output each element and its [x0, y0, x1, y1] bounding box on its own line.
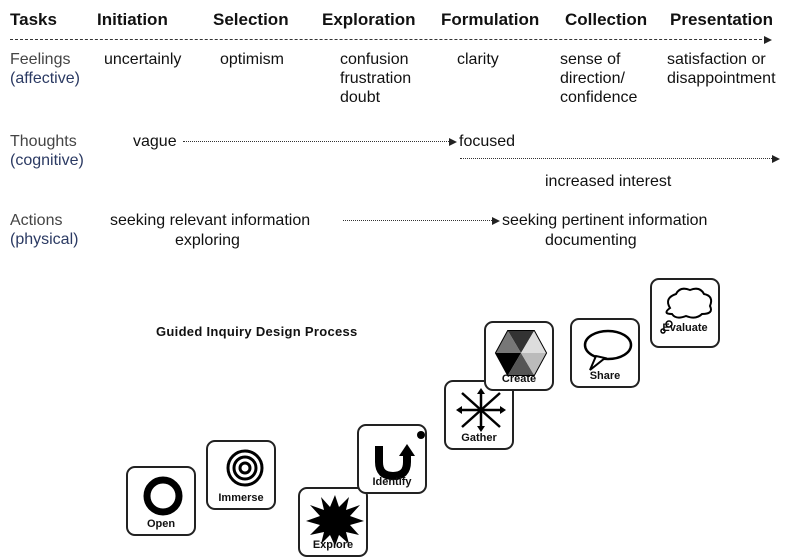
header-formulation: Formulation [441, 10, 540, 29]
step-open-label: Open [146, 518, 176, 530]
feeling-disappointment: disappointment [667, 70, 776, 87]
step-evaluate-label: Evaluate [662, 322, 708, 334]
thought-increased-interest: increased interest [545, 173, 672, 190]
step-evaluate: Evaluate [650, 278, 720, 348]
step-identify: Identify [357, 424, 427, 494]
thought-cloud-icon [660, 287, 713, 334]
open-icon [143, 476, 183, 516]
step-share: Share [570, 318, 640, 388]
feeling-confidence: confidence [560, 89, 638, 106]
thought-focused: focused [459, 133, 516, 150]
header-collection: Collection [565, 10, 648, 29]
thoughts-sublabel: (cognitive) [10, 152, 84, 169]
feeling-doubt: doubt [340, 89, 381, 106]
actions-sublabel: (physical) [10, 231, 79, 248]
thought-vague: vague [133, 133, 177, 150]
thoughts-arrow-line [183, 141, 449, 142]
action-seeking-relevant: seeking relevant information [110, 212, 311, 229]
action-exploring: exploring [175, 232, 240, 249]
actions-label: Actions (physical) [10, 211, 78, 249]
immerse-icon [226, 449, 264, 487]
header-exploration: Exploration [322, 10, 416, 29]
step-identify-label: Identify [372, 476, 412, 488]
step-open: Open [126, 466, 196, 536]
actions-arrowhead [492, 217, 500, 225]
speech-bubble-icon [583, 329, 633, 371]
header-selection: Selection [213, 10, 289, 29]
step-immerse: Immerse [206, 440, 276, 510]
feeling-direction: direction/ [560, 70, 625, 87]
feeling-collection: sense of direction/ confidence [560, 50, 637, 107]
thoughts-arrowhead [449, 138, 457, 146]
header-initiation: Initiation [97, 10, 168, 29]
feeling-initiation: uncertainly [104, 51, 182, 68]
feeling-satisfaction: satisfaction or [667, 51, 766, 68]
thoughts-second-line [460, 158, 772, 159]
step-explore-label: Explore [312, 539, 354, 551]
action-seeking-pertinent: seeking pertinent information [502, 212, 708, 229]
header-tasks: Tasks [10, 10, 57, 29]
thoughts-second-arrowhead [772, 155, 780, 163]
actions-label-text: Actions [10, 212, 63, 229]
step-gather: Gather [444, 380, 514, 450]
explore-icon [306, 495, 364, 546]
actions-arrow-line [343, 220, 492, 221]
feelings-label-text: Feelings [10, 51, 71, 68]
header-divider [10, 39, 767, 40]
feeling-sense-of: sense of [560, 51, 621, 68]
feeling-confusion: confusion [340, 51, 409, 68]
feeling-exploration: confusion frustration doubt [340, 50, 411, 107]
action-documenting: documenting [545, 232, 637, 249]
feeling-presentation: satisfaction or disappointment [667, 50, 776, 88]
feelings-label: Feelings (affective) [10, 50, 80, 88]
step-immerse-label: Immerse [218, 492, 264, 504]
step-create-label: Create [501, 373, 537, 385]
feeling-selection: optimism [220, 51, 285, 68]
feelings-sublabel: (affective) [10, 70, 80, 87]
step-explore: Explore [298, 487, 368, 557]
step-share-label: Share [589, 370, 621, 382]
step-gather-label: Gather [461, 432, 497, 444]
feeling-formulation: clarity [457, 51, 499, 68]
feeling-frustration: frustration [340, 70, 412, 87]
create-icon [494, 330, 548, 376]
step-create: Create [484, 321, 554, 391]
thoughts-label-text: Thoughts [10, 133, 77, 150]
header-arrowhead [764, 36, 772, 44]
gid-title: Guided Inquiry Design Process [156, 324, 358, 339]
thoughts-label: Thoughts (cognitive) [10, 132, 84, 170]
gather-icon [456, 388, 506, 432]
header-presentation: Presentation [670, 10, 773, 29]
identify-icon [375, 431, 425, 481]
